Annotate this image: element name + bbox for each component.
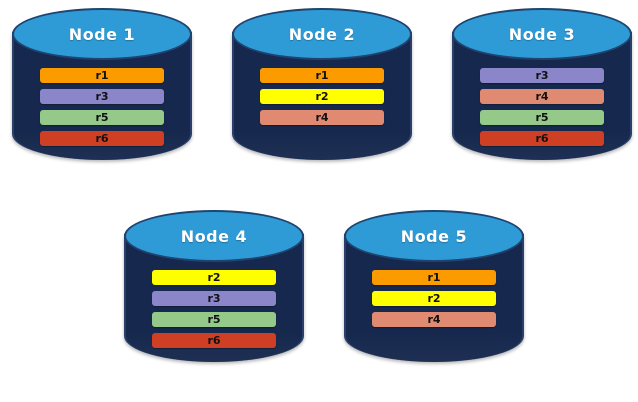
replica-bar-r1[interactable]: r1	[372, 270, 496, 285]
replica-list: r1 r2 r4	[232, 68, 412, 125]
cylinder-top-ellipse: Node 4	[124, 210, 304, 262]
replica-bar-r6[interactable]: r6	[480, 131, 604, 146]
replica-bar-r4[interactable]: r4	[480, 89, 604, 104]
replica-bar-r4[interactable]: r4	[372, 312, 496, 327]
replica-bar-r6[interactable]: r6	[40, 131, 164, 146]
replica-bar-r5[interactable]: r5	[40, 110, 164, 125]
node-title: Node 3	[508, 24, 576, 44]
cylinder-top-ellipse: Node 2	[232, 8, 412, 60]
replica-list: r3 r4 r5 r6	[452, 68, 632, 146]
replica-bar-r3[interactable]: r3	[40, 89, 164, 104]
node-title: Node 1	[68, 24, 136, 44]
cylinder-top-ellipse: Node 5	[344, 210, 524, 262]
replica-bar-r1[interactable]: r1	[260, 68, 384, 83]
replica-bar-r5[interactable]: r5	[152, 312, 276, 327]
replica-bar-r2[interactable]: r2	[152, 270, 276, 285]
replica-bar-r3[interactable]: r3	[480, 68, 604, 83]
cylinder-top-ellipse: Node 3	[452, 8, 632, 60]
replica-bar-r2[interactable]: r2	[372, 291, 496, 306]
cylinder-top-ellipse: Node 1	[12, 8, 192, 60]
node-title: Node 4	[180, 226, 248, 246]
replica-bar-r6[interactable]: r6	[152, 333, 276, 348]
cylinder-bottom-shade	[234, 130, 410, 160]
replica-list: r1 r2 r4	[344, 270, 524, 327]
node-title: Node 5	[400, 226, 468, 246]
node-title: Node 2	[288, 24, 356, 44]
replica-list: r2 r3 r5 r6	[124, 270, 304, 348]
replica-list: r1 r3 r5 r6	[12, 68, 192, 146]
replica-bar-r5[interactable]: r5	[480, 110, 604, 125]
replica-bar-r1[interactable]: r1	[40, 68, 164, 83]
cylinder-bottom-shade	[346, 332, 522, 362]
replica-bar-r4[interactable]: r4	[260, 110, 384, 125]
replica-bar-r2[interactable]: r2	[260, 89, 384, 104]
replica-bar-r3[interactable]: r3	[152, 291, 276, 306]
